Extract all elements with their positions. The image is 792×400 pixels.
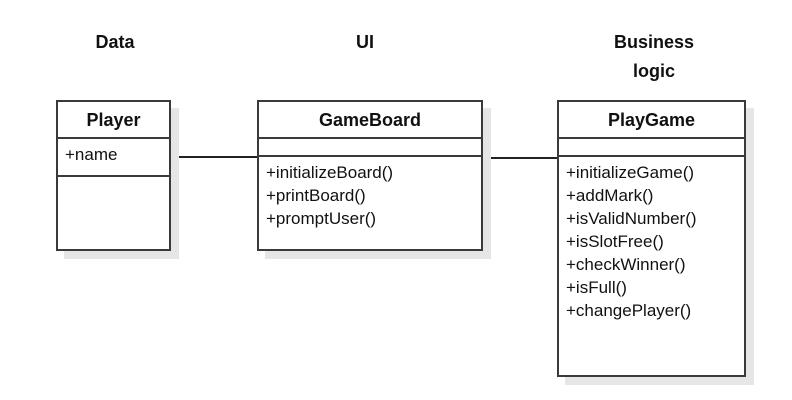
attributes-compartment	[559, 139, 744, 157]
attributes-compartment	[259, 139, 481, 157]
operation: +promptUser()	[266, 209, 377, 228]
operation: +isSlotFree()	[566, 232, 664, 251]
attribute: +name	[65, 145, 118, 164]
operation: +changePlayer()	[566, 301, 692, 320]
operations-compartment: +initializeBoard() +printBoard() +prompt…	[259, 157, 481, 230]
operation: +checkWinner()	[566, 255, 686, 274]
class-gameboard[interactable]: GameBoard +initializeBoard() +printBoard…	[257, 100, 483, 251]
operation: +addMark()	[566, 186, 654, 205]
operations-compartment: +initializeGame() +addMark() +isValidNum…	[559, 157, 744, 322]
operation: +initializeGame()	[566, 163, 695, 182]
class-player[interactable]: Player +name	[56, 100, 171, 251]
class-name: GameBoard	[259, 102, 481, 139]
operations-compartment	[58, 177, 169, 181]
class-playgame[interactable]: PlayGame +initializeGame() +addMark() +i…	[557, 100, 746, 377]
operation: +initializeBoard()	[266, 163, 394, 182]
attributes-compartment: +name	[58, 139, 169, 177]
class-name: Player	[58, 102, 169, 139]
operation: +printBoard()	[266, 186, 366, 205]
layer-heading-data: Data	[95, 32, 135, 52]
layer-heading-ui: UI	[356, 32, 374, 52]
operation: +isFull()	[566, 278, 627, 297]
class-name: PlayGame	[559, 102, 744, 139]
operation: +isValidNumber()	[566, 209, 697, 228]
layer-heading-business-logic: Business logic	[613, 32, 695, 81]
